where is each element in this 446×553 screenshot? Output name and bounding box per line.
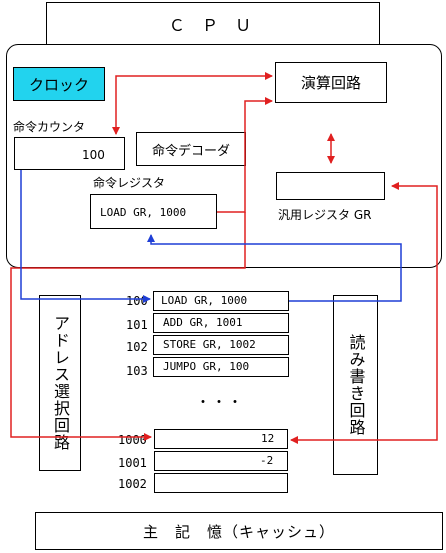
memory-cell-1000: 12 [154, 429, 288, 449]
instruction-register-label: 命令レジスタ [93, 176, 166, 190]
memory-content-103: JUMPO GR, 100 [163, 360, 250, 373]
memory-cell-101: ADD GR, 1001 [153, 313, 289, 333]
instruction-register-box: LOAD GR, 1000 [90, 194, 217, 229]
arrow-memory-to-ir [147, 234, 402, 302]
arrow-readwrite-to-gr [391, 182, 438, 284]
clock-label: クロック [28, 75, 89, 94]
memory-address-1001: 1001 [118, 456, 147, 470]
arrow-ir-to-address-selector [10, 212, 246, 441]
decoder-label: 命令デコーダ [151, 143, 230, 159]
memory-cell-102: STORE GR, 1002 [153, 335, 289, 355]
address-selector-label: アドレス選択回路 [51, 315, 70, 451]
memory-cell-1001: -2 [154, 451, 288, 471]
memory-address-103: 103 [126, 364, 148, 378]
program-counter-value: 100 [82, 148, 105, 162]
memory-address-101: 101 [126, 318, 148, 332]
arrow-ir-to-alu [217, 97, 273, 213]
memory-content-101: ADD GR, 1001 [163, 316, 243, 329]
read-write-label: 読み書き回路 [346, 334, 366, 436]
clock-box: クロック [13, 67, 105, 101]
memory-address-102: 102 [126, 340, 148, 354]
memory-address-100: 100 [126, 294, 148, 308]
general-register-label: 汎用レジスタ GR [278, 208, 372, 222]
cpu-title: Ｃ Ｐ Ｕ [168, 15, 258, 35]
alu-label: 演算回路 [300, 74, 361, 92]
address-selector-box: アドレス選択回路 [39, 295, 81, 471]
program-counter-box: 100 [14, 137, 125, 170]
memory-content-1001: -2 [260, 454, 274, 467]
program-counter-label: 命令カウンタ [13, 120, 86, 134]
main-memory-label: 主 記 憶（キャッシュ） [142, 522, 335, 541]
memory-address-1002: 1002 [118, 477, 147, 491]
memory-cell-1002 [154, 473, 288, 493]
arrow-clock-to-alu [115, 72, 273, 84]
instruction-register-value: LOAD GR, 1000 [100, 206, 187, 219]
arrow-counter-to-memory-100 [20, 170, 151, 303]
main-memory-box: 主 記 憶（キャッシュ） [35, 512, 443, 550]
memory-cell-103: JUMPO GR, 100 [153, 357, 289, 377]
memory-cell-100: LOAD GR, 1000 [153, 291, 289, 311]
memory-content-100: LOAD GR, 1000 [161, 294, 248, 307]
read-write-box: 読み書き回路 [333, 295, 378, 475]
memory-content-102: STORE GR, 1002 [163, 338, 256, 351]
alu-box: 演算回路 [275, 62, 387, 103]
cpu-title-box: Ｃ Ｐ Ｕ [46, 2, 380, 45]
memory-ellipsis: ・・・ [196, 395, 244, 411]
memory-content-1000: 12 [261, 432, 275, 445]
general-register-box [276, 172, 385, 200]
decoder-box: 命令デコーダ [136, 132, 246, 166]
arrow-readwrite-to-memory [290, 284, 438, 444]
